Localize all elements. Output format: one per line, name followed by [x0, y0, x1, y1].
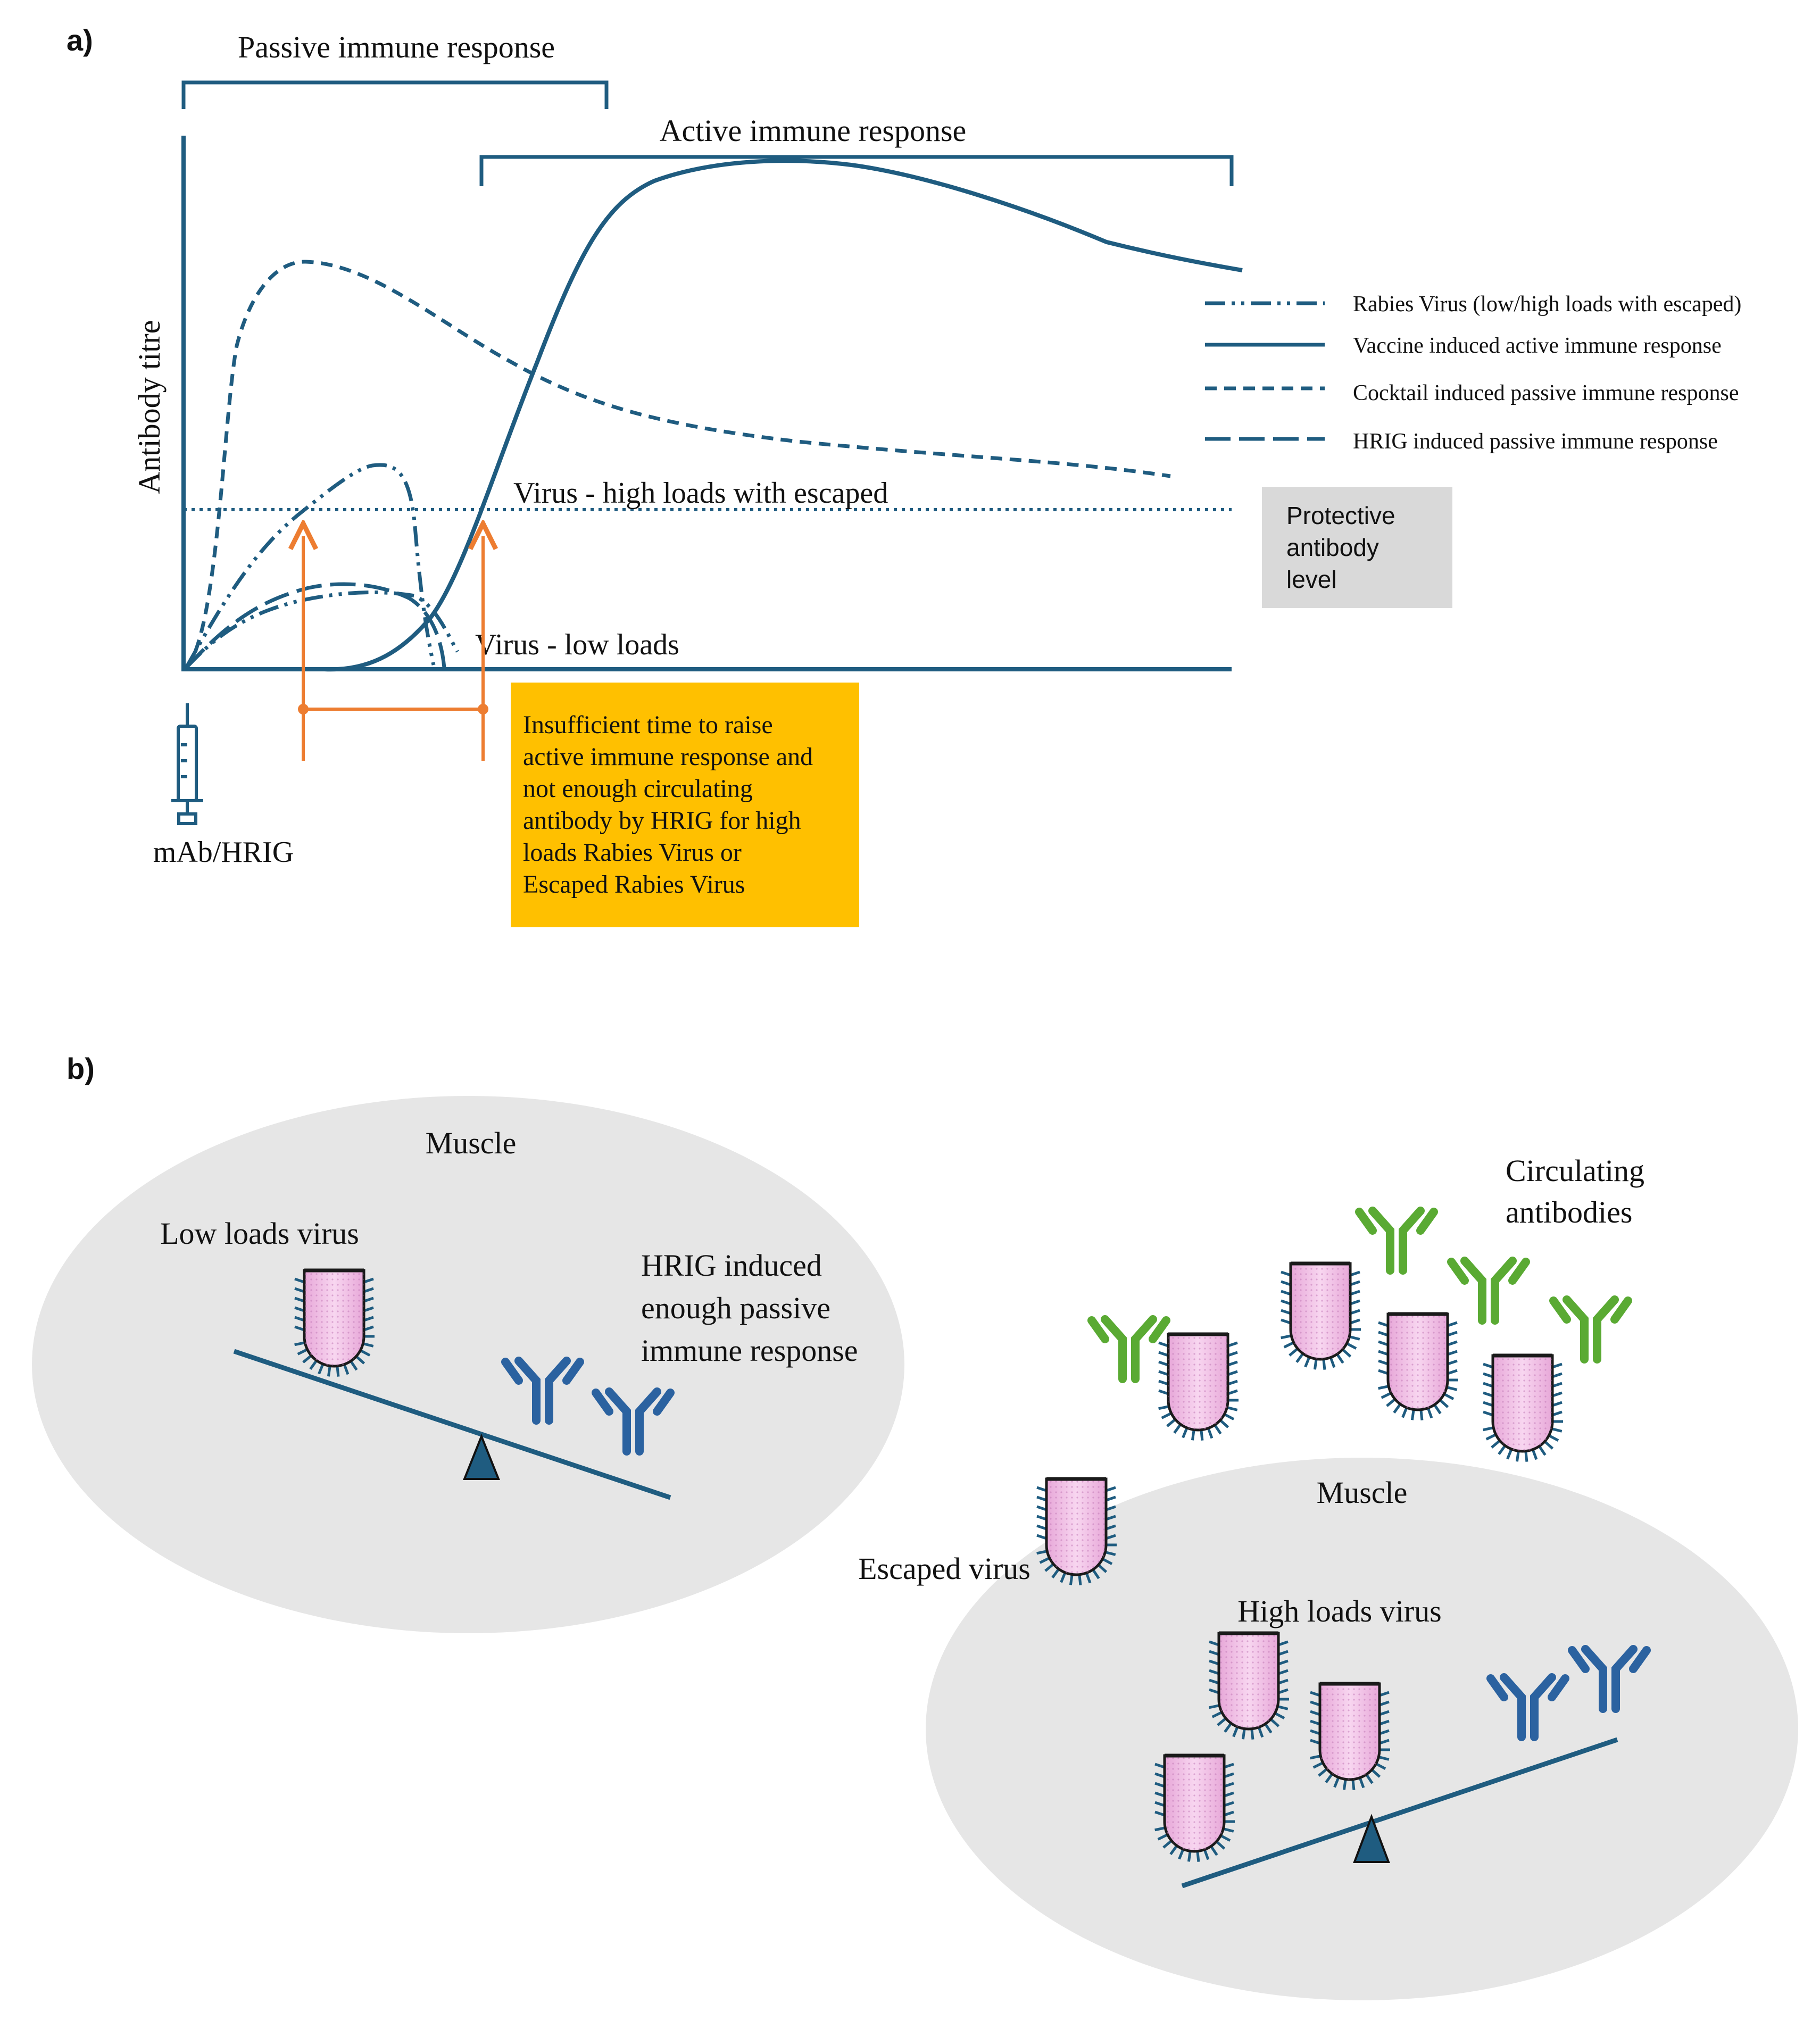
virus-high-load-2 — [1310, 1682, 1390, 1790]
virus-spikes — [1154, 1763, 1235, 1862]
virus-spikes — [1281, 1270, 1361, 1370]
virus-texture — [1219, 1633, 1278, 1729]
low-loads-label: Virus - low loads — [475, 628, 679, 661]
right-muscle-title: Muscle — [1317, 1475, 1408, 1510]
virus-circulating-4 — [1483, 1353, 1563, 1462]
panel-a-label: a) — [67, 23, 93, 57]
panel-b-label: b) — [67, 1052, 95, 1085]
legend-label-hrig: HRIG induced passive immune response — [1353, 429, 1718, 454]
circulating-antibody-4 — [1087, 1315, 1170, 1383]
left-seesaw-beam — [233, 1349, 671, 1500]
hrig-enough-label: HRIG induced enough passive immune respo… — [641, 1248, 858, 1368]
y-axis-label: Antibody titre — [132, 320, 167, 494]
virus-texture — [1168, 1334, 1228, 1430]
virus-texture — [1493, 1356, 1552, 1451]
left-seesaw-fulcrum — [463, 1433, 500, 1480]
virus-spikes — [1310, 1691, 1390, 1790]
virus-texture — [1165, 1756, 1224, 1851]
virus-high-load-3 — [1154, 1753, 1235, 1862]
circulating-antibodies-label: Circulating antibodies — [1506, 1153, 1652, 1229]
active-bracket — [479, 155, 1234, 186]
passive-bracket — [181, 80, 609, 109]
high-loads-label: Virus - high loads with escaped — [513, 477, 888, 510]
vaccine-curve — [324, 159, 1243, 672]
hrig-antibody-1 — [501, 1357, 584, 1425]
legend-label-vaccine: Vaccine induced active immune response — [1353, 334, 1722, 358]
syringe-icon — [171, 703, 203, 825]
virus-texture — [1388, 1314, 1448, 1410]
circulating-antibody-1 — [1355, 1207, 1438, 1275]
hrig-curve — [185, 582, 446, 669]
legend-label-cocktail: Cocktail induced passive immune response — [1353, 381, 1739, 405]
time-gap-dot-left — [298, 704, 309, 714]
virus-circulating-1 — [1281, 1261, 1361, 1370]
circulating-antibody-2 — [1447, 1257, 1530, 1325]
virus-low-load — [294, 1268, 375, 1377]
virus-circulating-2 — [1378, 1312, 1458, 1420]
right-seesaw-beam — [1181, 1737, 1618, 1889]
syringe-label: mAb/HRIG — [153, 836, 294, 869]
virus-texture — [304, 1270, 364, 1366]
low-loads-virus-label: Low loads virus — [160, 1216, 359, 1251]
virus-escaped — [1036, 1477, 1117, 1585]
left-muscle — [32, 1096, 904, 1633]
virus-layer — [294, 1261, 1563, 1862]
virus-spikes — [294, 1277, 375, 1377]
circulating-antibody-3 — [1549, 1295, 1632, 1364]
virus-spikes — [1209, 1640, 1289, 1740]
hrig-antibody-4 — [1568, 1645, 1651, 1713]
rabies-low-curve — [185, 590, 460, 669]
rabies-high-curve — [184, 463, 436, 669]
protective-label: Protective antibody level — [1286, 502, 1402, 593]
virus-texture — [1291, 1263, 1350, 1359]
virus-spikes — [1036, 1486, 1117, 1585]
legend: Rabies Virus (low/high loads with escape… — [1205, 292, 1741, 454]
passive-bracket-label: Passive immune response — [238, 30, 555, 64]
protective-box — [1262, 487, 1452, 608]
virus-spikes — [1378, 1321, 1458, 1420]
high-loads-virus-label: High loads virus — [1237, 1594, 1441, 1628]
time-gap-dot-right — [478, 704, 488, 714]
legend-label-rabies: Rabies Virus (low/high loads with escape… — [1353, 292, 1741, 317]
virus-spikes — [1158, 1341, 1239, 1441]
virus-spikes — [1483, 1362, 1563, 1462]
virus-circulating-3 — [1158, 1332, 1239, 1441]
hrig-antibody-3 — [1486, 1673, 1569, 1741]
virus-texture — [1320, 1684, 1379, 1780]
note-box — [511, 683, 859, 927]
escaped-virus-label: Escaped virus — [858, 1551, 1030, 1586]
note-text: Insufficient time to raise active immune… — [523, 711, 819, 899]
panel-b: b) Muscle Low loads virus HRIG induced e… — [32, 1052, 1798, 2000]
virus-high-load-1 — [1209, 1631, 1289, 1740]
virus-texture — [1046, 1479, 1106, 1575]
cocktail-curve — [185, 260, 1171, 669]
right-seesaw-fulcrum — [1353, 1814, 1390, 1863]
antibody-layer — [501, 1207, 1651, 1741]
left-muscle-title: Muscle — [426, 1126, 517, 1160]
hrig-antibody-2 — [592, 1387, 675, 1456]
panel-a: a) Passive immune response Active immune… — [67, 23, 1741, 927]
active-bracket-label: Active immune response — [660, 113, 967, 148]
